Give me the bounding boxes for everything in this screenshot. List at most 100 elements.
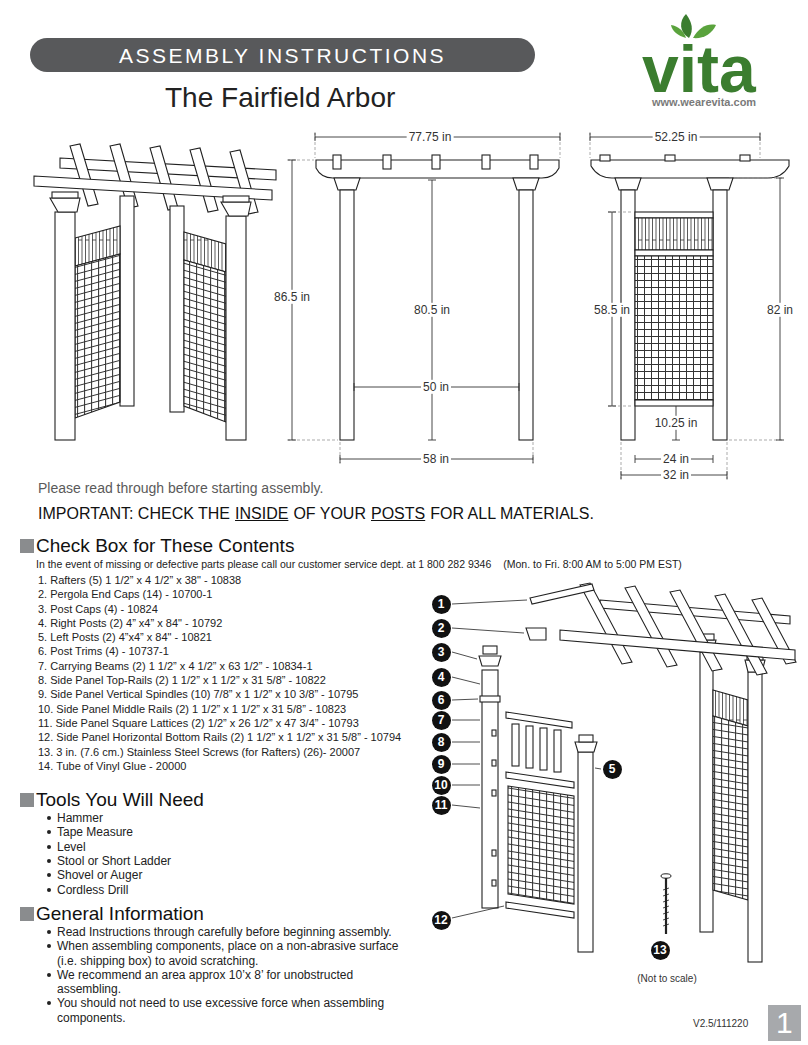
note-text: IMPORTANT: CHECK THE	[38, 505, 230, 522]
bullet-text: Read Instructions through carefully befo…	[57, 925, 409, 939]
bullet-item: We recommend an area approx 10’x 8’ for …	[20, 968, 800, 997]
parts-list-item: 13. 3 in. (7.6 cm.) Stainless Steel Scre…	[38, 745, 423, 759]
service-note-text: In the event of missing or defective par…	[36, 558, 491, 570]
node-text: 9	[438, 758, 445, 770]
callout-number: 10	[432, 776, 451, 795]
node-text: 6	[438, 694, 445, 706]
section-square	[20, 907, 34, 921]
parts-list-item: 11. Side Panel Square Lattices (2) 1/2” …	[38, 716, 423, 730]
node-text: 3	[438, 646, 445, 658]
callout-number: 2	[432, 619, 451, 638]
bullet-text: Level	[57, 840, 357, 854]
website: www.wearevita.com	[652, 96, 756, 109]
callout-number: 7	[432, 711, 451, 730]
dimension-label: 77.75 in	[407, 130, 454, 144]
bullet-text: We recommend an area approx 10’x 8’ for …	[57, 968, 409, 997]
header-band: ASSEMBLY INSTRUCTIONS	[30, 38, 535, 72]
page-title: The Fairfield Arbor	[165, 82, 395, 114]
node-text: 12	[434, 914, 447, 926]
bullet-item: You should not need to use excessive for…	[20, 996, 800, 1025]
bullet-text: You should not need to use excessive for…	[57, 996, 409, 1025]
parts-list-item: 7. Carrying Beams (2) 1 1/2” x 4 1/2” x …	[38, 659, 423, 673]
note-text: OF YOUR	[293, 505, 366, 522]
section-heading: Check Box for These Contents	[20, 535, 800, 557]
section-heading: General Information	[20, 903, 800, 925]
bullet-dot	[47, 1001, 51, 1005]
bullet-text: Hammer	[57, 811, 357, 825]
bullet-dot	[47, 973, 51, 977]
brand-logo: vita	[642, 36, 756, 102]
parts-list-item: 14. Tube of Vinyl Glue - 20000	[38, 759, 423, 773]
note-text: FOR ALL MATERIALS.	[430, 505, 594, 522]
bullet-item: Cordless Drill	[20, 883, 800, 897]
node-text: 2	[438, 622, 445, 634]
bullet-text: Shovel or Auger	[57, 868, 357, 882]
dimension-label: 24 in	[661, 452, 691, 466]
section-heading-text: General Information	[36, 903, 204, 925]
bullet-dot	[47, 944, 51, 948]
note: Please read through before starting asse…	[38, 480, 323, 497]
parts-list-item: 2. Pergola End Caps (14) - 10700-1	[38, 587, 423, 601]
version-code: V2.5/111220	[693, 1018, 748, 1030]
dimension-label: 58.5 in	[592, 303, 632, 317]
node-text: ASSEMBLY INSTRUCTIONS	[119, 45, 446, 66]
dimension-label: 58 in	[421, 452, 451, 466]
parts-list-item: 12. Side Panel Horizontal Bottom Rails (…	[38, 730, 423, 744]
callout-number: 9	[432, 755, 451, 774]
callout-number: 11	[432, 796, 451, 815]
section-heading: Tools You Will Need	[20, 789, 800, 811]
parts-list-item: 10. Side Panel Middle Rails (2) 1 1/2” x…	[38, 702, 423, 716]
node-text: 1	[438, 598, 445, 610]
parts-list-item: 1. Rafters (5) 1 1/2” x 4 1/2” x 38" - 1…	[38, 573, 423, 587]
callout-number: 3	[432, 643, 451, 662]
section-square	[20, 539, 34, 553]
bullet-item: Hammer	[20, 811, 800, 825]
service-hours: (Mon. to Fri. 8:00 AM to 5:00 PM EST)	[503, 558, 682, 570]
node-text: 13	[653, 944, 666, 956]
node-text: 7	[438, 714, 445, 726]
bullet-dot	[47, 816, 51, 820]
dimension-label: 52.25 in	[653, 130, 700, 144]
node-text: 5	[609, 763, 616, 775]
bullet-item: Stool or Short Ladder	[20, 854, 800, 868]
parts-list-item: 3. Post Caps (4) - 10824	[38, 602, 423, 616]
bullet-dot	[47, 859, 51, 863]
dimension-label: 82 in	[765, 303, 795, 317]
dimension-label: 10.25 in	[653, 416, 700, 430]
dimension-label: 80.5 in	[412, 303, 452, 317]
bullet-item: Shovel or Auger	[20, 868, 800, 882]
bullet-dot	[47, 888, 51, 892]
dimension-label: 32 in	[661, 468, 691, 482]
bullet-dot	[47, 930, 51, 934]
important-note: IMPORTANT: CHECK THEINSIDEOF YOURPOSTSFO…	[38, 505, 599, 523]
underlined-word: INSIDE	[235, 505, 288, 522]
bullet-text: Tape Measure	[57, 825, 357, 839]
node-text: 11	[435, 799, 448, 811]
parts-list-item: 8. Side Panel Top-Rails (2) 1 1/2” x 1 1…	[38, 673, 423, 687]
parts-list-item: 9. Side Panel Vertical Spindles (10) 7/8…	[38, 687, 423, 701]
bullet-dot	[47, 845, 51, 849]
callout-number: 5	[603, 760, 622, 779]
callout-number: 4	[432, 668, 451, 687]
bullet-item: Level	[20, 840, 800, 854]
bullet-dot	[47, 830, 51, 834]
callout-number: 1	[432, 595, 451, 614]
bullet-text: Cordless Drill	[57, 883, 357, 897]
bullet-item: Tape Measure	[20, 825, 800, 839]
callout-number: 12	[432, 911, 451, 930]
callout-number: 13	[651, 941, 670, 960]
parts-list: 1. Rafters (5) 1 1/2” x 4 1/2” x 38" - 1…	[38, 573, 423, 773]
bullet-item: Read Instructions through carefully befo…	[20, 925, 800, 939]
parts-list-item: 5. Left Posts (2) 4”x4” x 84" - 10821	[38, 630, 423, 644]
section-heading-text: Tools You Will Need	[36, 789, 204, 811]
parts-list-item: 4. Right Posts (2) 4” x4” x 84" - 10792	[38, 616, 423, 630]
bullet-text: When assembling components, place on a n…	[57, 939, 409, 968]
node-text: 10	[434, 779, 447, 791]
bullet-item: When assembling components, place on a n…	[20, 939, 800, 968]
bullet-text: Stool or Short Ladder	[57, 854, 357, 868]
section-square	[20, 793, 34, 807]
callout-number: 6	[432, 691, 451, 710]
page-number-box: 1	[768, 1005, 801, 1041]
node-text: 8	[438, 736, 445, 748]
